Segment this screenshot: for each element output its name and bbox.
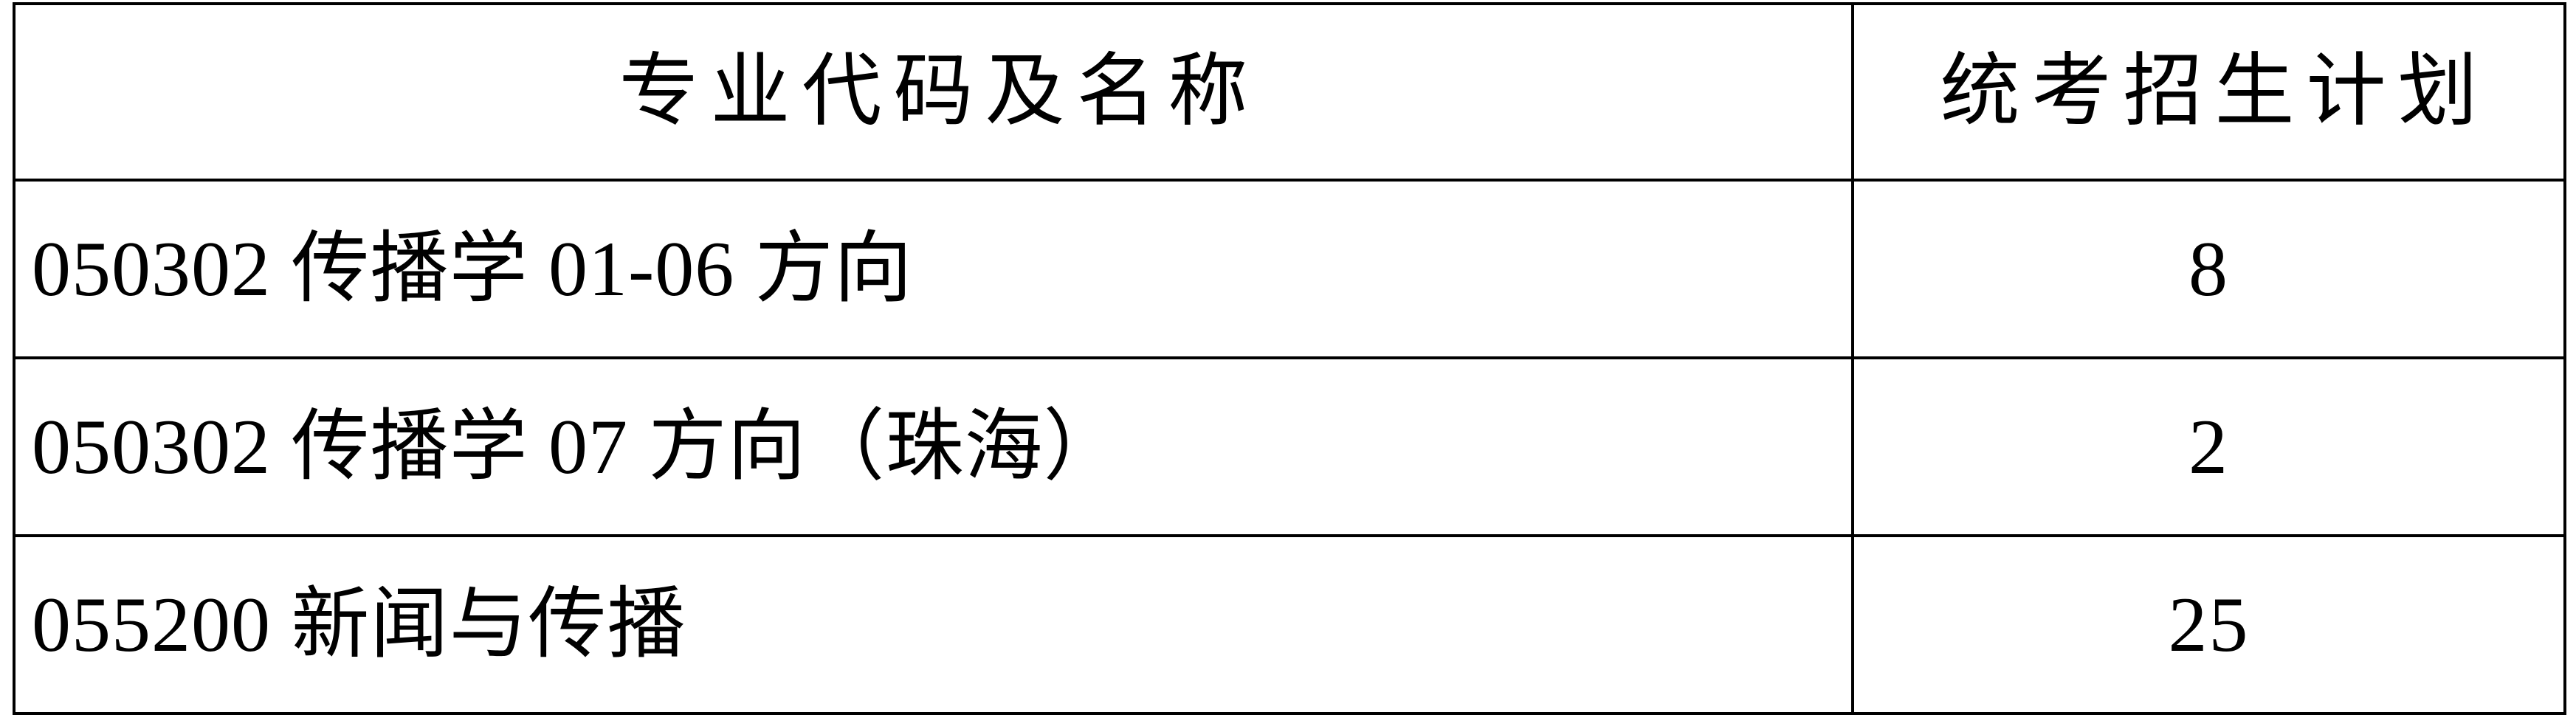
quota-value-text: 8	[2188, 225, 2229, 312]
cell-major-name: 050302 传播学 07 方向（珠海）	[13, 356, 1854, 537]
cell-major-name: 050302 传播学 01-06 方向	[13, 179, 1854, 359]
table-row: 055200 新闻与传播 25	[13, 534, 2566, 715]
cell-quota-value: 2	[1851, 356, 2566, 537]
column-header-quota: 统考招生计划	[1851, 2, 2566, 182]
table-row: 050302 传播学 07 方向（珠海） 2	[13, 356, 2566, 537]
cell-quota-value: 25	[1851, 534, 2566, 715]
table-header: 专业代码及名称 统考招生计划	[13, 2, 2566, 182]
column-header-quota-label: 统考招生计划	[1940, 47, 2490, 136]
major-name-text: 050302 传播学 01-06 方向	[32, 225, 913, 312]
quota-value-text: 25	[2168, 581, 2250, 668]
cell-quota-value: 8	[1851, 179, 2566, 359]
cell-major-name: 055200 新闻与传播	[13, 534, 1854, 715]
major-name-text: 055200 新闻与传播	[32, 581, 686, 668]
table-body: 050302 传播学 01-06 方向 8 050302 传播学 07 方向（珠…	[13, 179, 2566, 715]
major-name-text: 050302 传播学 07 方向（珠海）	[32, 403, 1123, 490]
quota-value-text: 2	[2188, 403, 2229, 490]
table-row: 050302 传播学 01-06 方向 8	[13, 179, 2566, 359]
column-header-major-label: 专业代码及名称	[619, 47, 1260, 136]
column-header-major: 专业代码及名称	[13, 2, 1854, 182]
table-header-row: 专业代码及名称 统考招生计划	[13, 2, 2566, 182]
enrollment-plan-table: 专业代码及名称 统考招生计划 050302 传播学 01-06 方向 8 050…	[13, 2, 2566, 715]
